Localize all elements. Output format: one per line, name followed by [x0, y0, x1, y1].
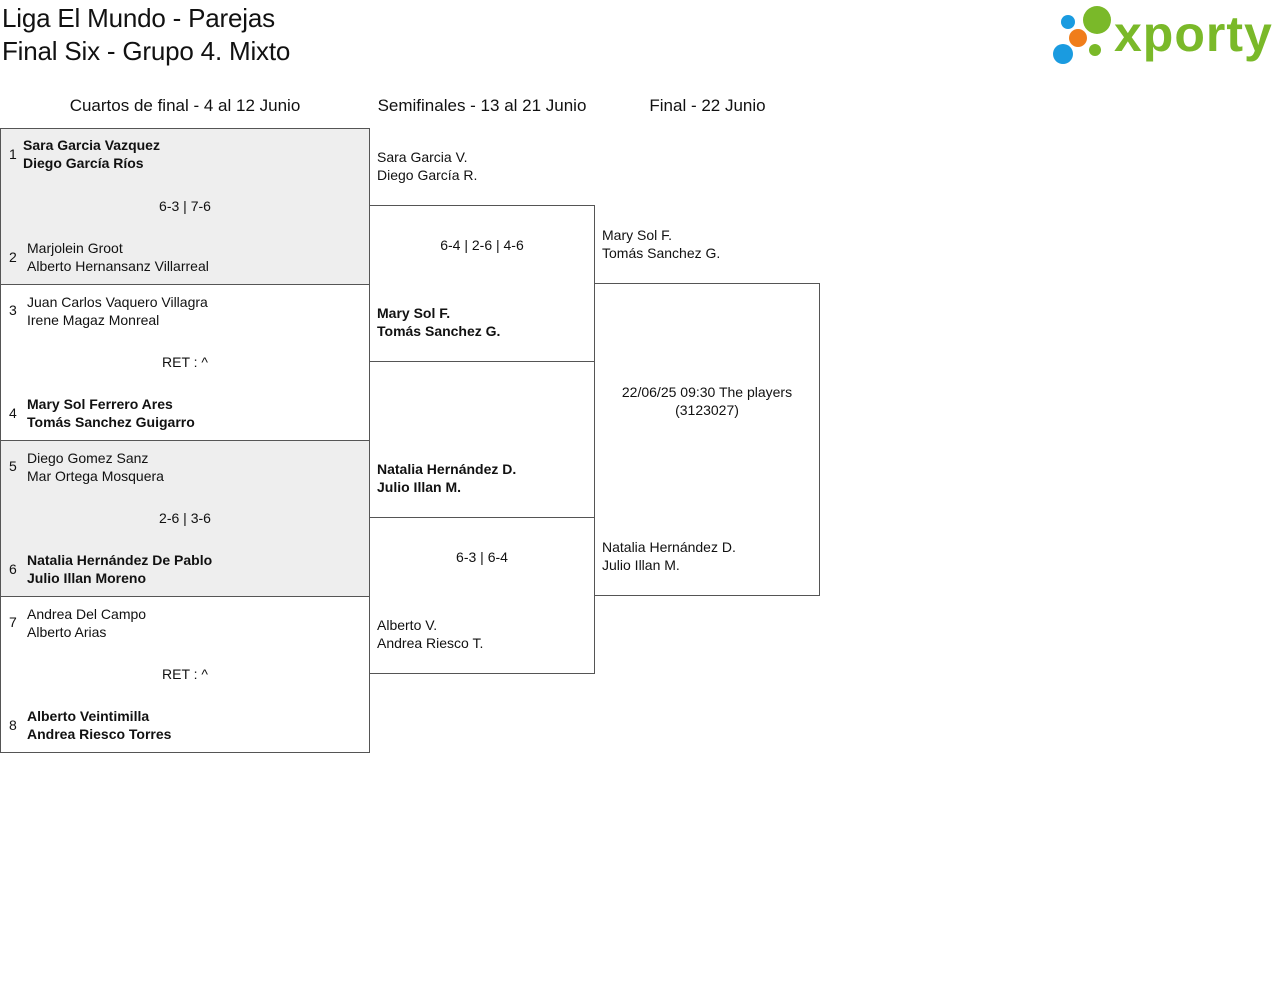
player-name: Mar Ortega Mosquera — [27, 468, 164, 484]
player-name: Julio Illan Moreno — [27, 570, 147, 586]
logo-text: xporty — [1114, 6, 1273, 62]
team: Juan Carlos Vaquero Villagra Irene Magaz… — [27, 293, 208, 329]
semifinal-1-box: 6-4 | 2-6 | 4-6 Mary Sol F. Tomás Sanche… — [369, 205, 595, 362]
match-score: RET : ^ — [162, 354, 208, 370]
seed-number: 1 — [9, 146, 17, 162]
semifinal-1-bottom-team: Mary Sol F. Tomás Sanchez G. — [377, 304, 500, 340]
seed-number: 5 — [9, 458, 17, 474]
team-winner: Alberto Veintimilla Andrea Riesco Torres — [27, 707, 171, 743]
final-box: 22/06/25 09:30 The players (3123027) Nat… — [594, 283, 820, 596]
match-score: RET : ^ — [162, 666, 208, 682]
player-name: Natalia Hernández D. — [377, 461, 517, 477]
page-title: Liga El Mundo - Parejas — [2, 3, 275, 33]
player-name: Andrea Riesco T. — [377, 635, 484, 651]
seed-number: 4 — [9, 405, 17, 421]
quarterfinal-match-4: 7 Andrea Del Campo Alberto Arias RET : ^… — [0, 596, 370, 753]
team: Andrea Del Campo Alberto Arias — [27, 605, 146, 641]
match-score: 2-6 | 3-6 — [159, 510, 211, 526]
semifinal-1-top-team: Sara Garcia V. Diego García R. — [377, 148, 477, 184]
match-score: 6-3 | 6-4 — [456, 549, 508, 565]
team-winner: Sara Garcia Vazquez Diego García Ríos — [23, 136, 160, 172]
round-header-semifinals: Semifinales - 13 al 21 Junio — [377, 96, 587, 115]
semifinal-2-bottom-team: Alberto V. Andrea Riesco T. — [377, 616, 483, 652]
final-match-info: 22/06/25 09:30 The players (3123027) — [595, 383, 819, 419]
player-name: Julio Illan M. — [377, 479, 462, 495]
player-name: Tomás Sanchez G. — [602, 245, 721, 261]
match-score: 6-3 | 7-6 — [159, 198, 211, 214]
semifinal-2-box: 6-3 | 6-4 Alberto V. Andrea Riesco T. — [369, 517, 595, 674]
team-winner: Natalia Hernández De Pablo Julio Illan M… — [27, 551, 212, 587]
player-name: Diego García Ríos — [23, 155, 144, 171]
quarterfinal-match-1: 1 Sara Garcia Vazquez Diego García Ríos … — [0, 128, 370, 285]
player-name: Mary Sol F. — [602, 227, 673, 243]
player-name: Alberto Arias — [27, 624, 107, 640]
page-subtitle: Final Six - Grupo 4. Mixto — [2, 36, 291, 66]
player-name: Tomás Sanchez G. — [377, 323, 501, 339]
player-name: Alberto Veintimilla — [27, 708, 150, 724]
seed-number: 6 — [9, 561, 17, 577]
player-name: Irene Magaz Monreal — [27, 312, 160, 328]
team: Diego Gomez Sanz Mar Ortega Mosquera — [27, 449, 164, 485]
round-header-final: Final - 22 Junio — [649, 96, 766, 115]
player-name: Diego García R. — [377, 167, 478, 183]
player-name: Natalia Hernández D. — [602, 539, 736, 555]
player-name: Juan Carlos Vaquero Villagra — [27, 294, 208, 310]
seed-number: 7 — [9, 614, 17, 630]
player-name: Alberto V. — [377, 617, 438, 633]
xporty-logo: xporty — [1050, 2, 1278, 68]
player-name: Andrea Riesco Torres — [27, 726, 172, 742]
player-name: Andrea Del Campo — [27, 606, 147, 622]
player-name: Julio Illan M. — [602, 557, 680, 573]
player-name: Diego Gomez Sanz — [27, 450, 149, 466]
player-name: Alberto Hernansanz Villarreal — [27, 258, 209, 274]
seed-number: 8 — [9, 717, 17, 733]
player-name: Natalia Hernández De Pablo — [27, 552, 213, 568]
semifinal-2-top-team: Natalia Hernández D. Julio Illan M. — [377, 460, 516, 496]
player-name: Marjolein Groot — [27, 240, 123, 256]
round-header-quarterfinals: Cuartos de final - 4 al 12 Junio — [69, 96, 301, 115]
player-name: Mary Sol Ferrero Ares — [27, 396, 173, 412]
logo-dots-icon — [1053, 6, 1111, 64]
match-score: 6-4 | 2-6 | 4-6 — [440, 237, 524, 253]
match-datetime: 22/06/25 09:30 The players — [621, 384, 793, 400]
quarterfinal-match-3: 5 Diego Gomez Sanz Mar Ortega Mosquera 2… — [0, 440, 370, 597]
quarterfinal-match-2: 3 Juan Carlos Vaquero Villagra Irene Mag… — [0, 284, 370, 441]
player-name: Tomás Sanchez Guigarro — [27, 414, 195, 430]
final-bottom-team: Natalia Hernández D. Julio Illan M. — [602, 538, 736, 574]
team: Marjolein Groot Alberto Hernansanz Villa… — [27, 239, 209, 275]
team-winner: Mary Sol Ferrero Ares Tomás Sanchez Guig… — [27, 395, 195, 431]
seed-number: 2 — [9, 249, 17, 265]
player-name: Sara Garcia V. — [377, 149, 468, 165]
player-name: Mary Sol F. — [377, 305, 451, 321]
final-top-team: Mary Sol F. Tomás Sanchez G. — [602, 226, 720, 262]
seed-number: 3 — [9, 302, 17, 318]
match-id: (3123027) — [675, 402, 739, 418]
player-name: Sara Garcia Vazquez — [23, 137, 160, 153]
